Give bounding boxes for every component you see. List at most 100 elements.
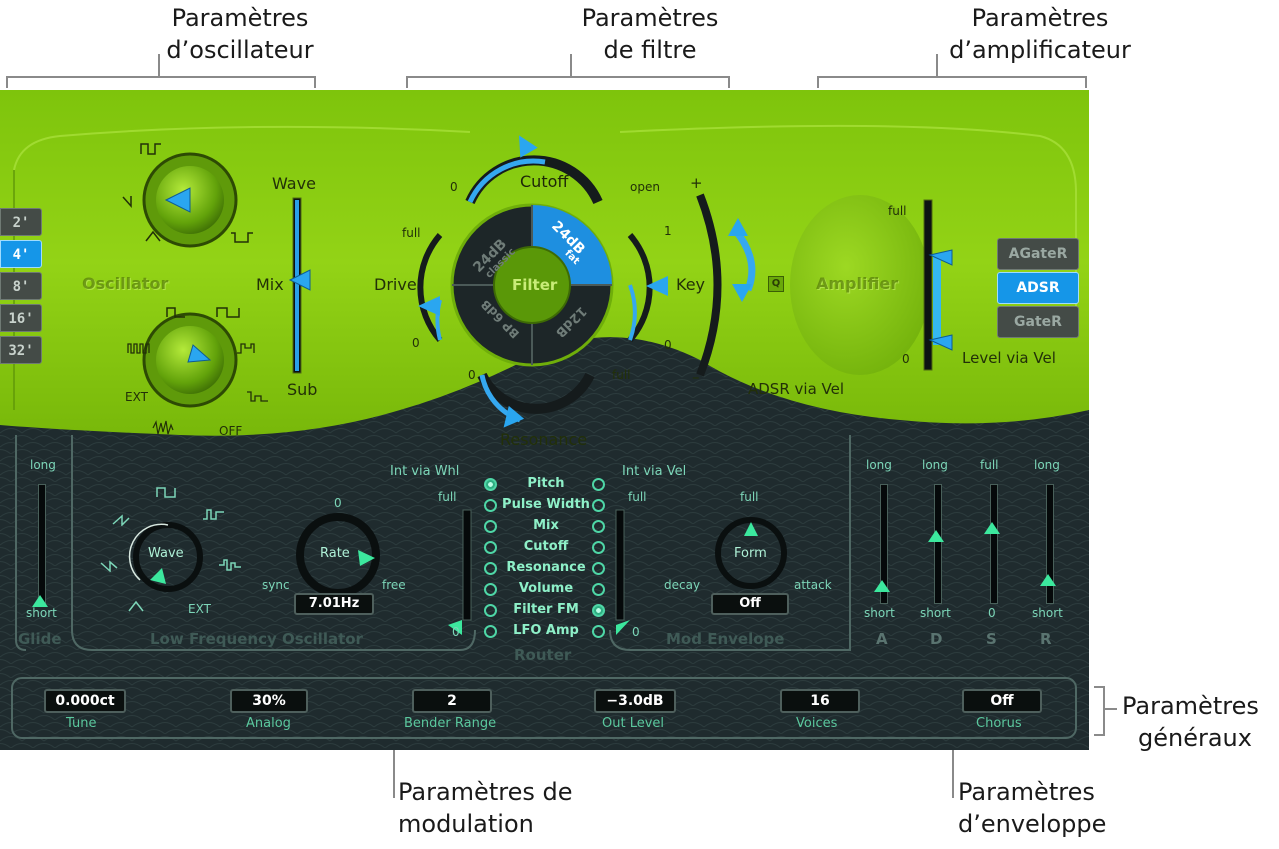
q-toggle[interactable]: Q bbox=[768, 276, 784, 292]
router-led-right-mix[interactable] bbox=[592, 520, 605, 533]
router-led-right-volume[interactable] bbox=[592, 583, 605, 596]
router-led-left-mix[interactable] bbox=[484, 520, 497, 533]
oscillator-section-label: Oscillator bbox=[82, 274, 169, 293]
router-target-mix: Mix bbox=[533, 518, 559, 533]
int-via-vel-slider[interactable] bbox=[610, 508, 640, 638]
amp-mode-agater[interactable]: AGateR bbox=[997, 238, 1079, 270]
amp-mode-gater[interactable]: GateR bbox=[997, 306, 1079, 338]
analog-display[interactable]: 30% bbox=[230, 689, 308, 713]
lfo-rate-label: Rate bbox=[320, 546, 350, 561]
env-s-label: S bbox=[986, 630, 997, 648]
sub-pulse-icon-left bbox=[127, 343, 150, 354]
bracket-oscillator bbox=[6, 76, 316, 88]
router-led-right-pulse-width[interactable] bbox=[592, 499, 605, 512]
out-level-display[interactable]: −3.0dB bbox=[594, 689, 676, 713]
router-led-right-resonance[interactable] bbox=[592, 562, 605, 575]
router-led-right-lfo-amp[interactable] bbox=[592, 625, 605, 638]
router-led-left-pitch[interactable] bbox=[484, 478, 497, 491]
adsr-minus-label: – bbox=[692, 368, 700, 386]
drive-label: Drive bbox=[374, 275, 417, 294]
env-a-slider[interactable] bbox=[880, 484, 888, 604]
key-pointer[interactable] bbox=[646, 276, 668, 296]
router-led-left-resonance[interactable] bbox=[484, 562, 497, 575]
form-label: Form bbox=[734, 546, 767, 561]
router-led-right-pitch[interactable] bbox=[592, 478, 605, 491]
filter-mode-24db-classic[interactable]: 24dB classic bbox=[458, 220, 528, 280]
drive-full-label: full bbox=[402, 226, 421, 240]
int-via-whl-slider[interactable] bbox=[446, 508, 476, 638]
router-led-left-filter-fm[interactable] bbox=[484, 604, 497, 617]
callout-envelope-line1: Paramètres bbox=[958, 778, 1095, 806]
analog-label: Analog bbox=[246, 716, 291, 731]
osc-mix-slider[interactable] bbox=[288, 198, 312, 374]
env-r-handle[interactable] bbox=[1040, 574, 1056, 586]
lfo-saw-down-icon bbox=[112, 514, 130, 526]
router-led-left-cutoff[interactable] bbox=[484, 541, 497, 554]
amp-full-label: full bbox=[888, 204, 907, 218]
key-one-label: 1 bbox=[664, 224, 672, 238]
resonance-knob[interactable] bbox=[480, 370, 590, 426]
adsr-upper-pointer[interactable] bbox=[728, 218, 748, 236]
chorus-display[interactable]: Off bbox=[962, 689, 1042, 713]
callout-amplifier: Paramètres d’amplificateur bbox=[900, 2, 1180, 66]
panel-shapes bbox=[0, 90, 1089, 750]
level-via-vel-label: Level via Vel bbox=[962, 349, 1056, 367]
glide-handle[interactable] bbox=[32, 595, 48, 607]
voices-display[interactable]: 16 bbox=[780, 689, 860, 713]
tune-label: Tune bbox=[66, 716, 97, 731]
env-s-top-label: full bbox=[980, 458, 999, 472]
level-via-vel-slider[interactable] bbox=[918, 196, 956, 376]
env-a-handle[interactable] bbox=[874, 580, 890, 592]
router-target-pulse-width: Pulse Width bbox=[502, 497, 590, 512]
bender-range-display[interactable]: 2 bbox=[412, 689, 492, 713]
env-s-slider[interactable] bbox=[990, 484, 998, 604]
sub-pulse-icon-right-2 bbox=[247, 391, 268, 402]
drive-pointer[interactable] bbox=[418, 296, 440, 316]
form-knob[interactable] bbox=[716, 518, 786, 588]
lfo-rate-knob[interactable] bbox=[296, 513, 380, 597]
bender-range-label: Bender Range bbox=[404, 716, 497, 731]
filter-mode-bp[interactable]: BP 6dB bbox=[470, 290, 530, 350]
octave-button-16[interactable]: 16' bbox=[0, 304, 42, 332]
osc-sub-label: Sub bbox=[287, 380, 318, 399]
key-zero-label: 0 bbox=[664, 338, 672, 352]
router-led-left-pulse-width[interactable] bbox=[484, 499, 497, 512]
chorus-label: Chorus bbox=[976, 716, 1022, 731]
lfo-pulse-icon bbox=[203, 509, 224, 520]
filter-mode-bp-text: BP 6dB bbox=[478, 297, 523, 341]
glide-slider[interactable] bbox=[38, 484, 46, 606]
env-r-slider[interactable] bbox=[1046, 484, 1054, 604]
router-led-left-lfo-amp[interactable] bbox=[484, 625, 497, 638]
env-r-top-label: long bbox=[1034, 458, 1060, 472]
adsr-lower-pointer[interactable] bbox=[732, 284, 752, 302]
env-d-slider[interactable] bbox=[934, 484, 942, 604]
sawtooth-wave-icon bbox=[122, 196, 132, 208]
callout-modulation-line2: modulation bbox=[398, 810, 534, 838]
tune-display[interactable]: 0.000ct bbox=[44, 689, 126, 713]
lfo-wave-knob[interactable] bbox=[134, 523, 202, 591]
callout-oscillator: Paramètres d’oscillateur bbox=[100, 2, 380, 66]
octave-button-4[interactable]: 4' bbox=[0, 240, 42, 268]
lfo-saw-up-icon bbox=[100, 560, 118, 572]
osc-sub-knob[interactable] bbox=[144, 314, 236, 406]
env-d-handle[interactable] bbox=[928, 530, 944, 542]
callout-modulation: Paramètres de modulation bbox=[398, 776, 658, 840]
adsr-via-vel-slider[interactable] bbox=[696, 190, 766, 370]
mod-envelope-label: Mod Envelope bbox=[666, 630, 785, 648]
drive-knob[interactable] bbox=[420, 230, 450, 340]
filter-mode-24db-fat[interactable]: 24dB fat bbox=[540, 218, 604, 280]
callout-envelope: Paramètres d’enveloppe bbox=[958, 776, 1158, 840]
lfo-rate-display[interactable]: 7.01Hz bbox=[294, 593, 374, 615]
form-display[interactable]: Off bbox=[711, 593, 789, 615]
octave-button-8[interactable]: 8' bbox=[0, 272, 42, 300]
octave-button-32[interactable]: 32' bbox=[0, 336, 42, 364]
filter-mode-12db[interactable]: 12dB bbox=[540, 290, 600, 350]
noise-wave-icon bbox=[152, 420, 174, 435]
osc-sub-ext-label: EXT bbox=[125, 390, 148, 404]
octave-button-2[interactable]: 2' bbox=[0, 208, 42, 236]
env-s-handle[interactable] bbox=[984, 522, 1000, 534]
router-led-right-filter-fm[interactable] bbox=[592, 604, 605, 617]
amp-mode-adsr[interactable]: ADSR bbox=[997, 272, 1079, 304]
router-led-right-cutoff[interactable] bbox=[592, 541, 605, 554]
router-led-left-volume[interactable] bbox=[484, 583, 497, 596]
